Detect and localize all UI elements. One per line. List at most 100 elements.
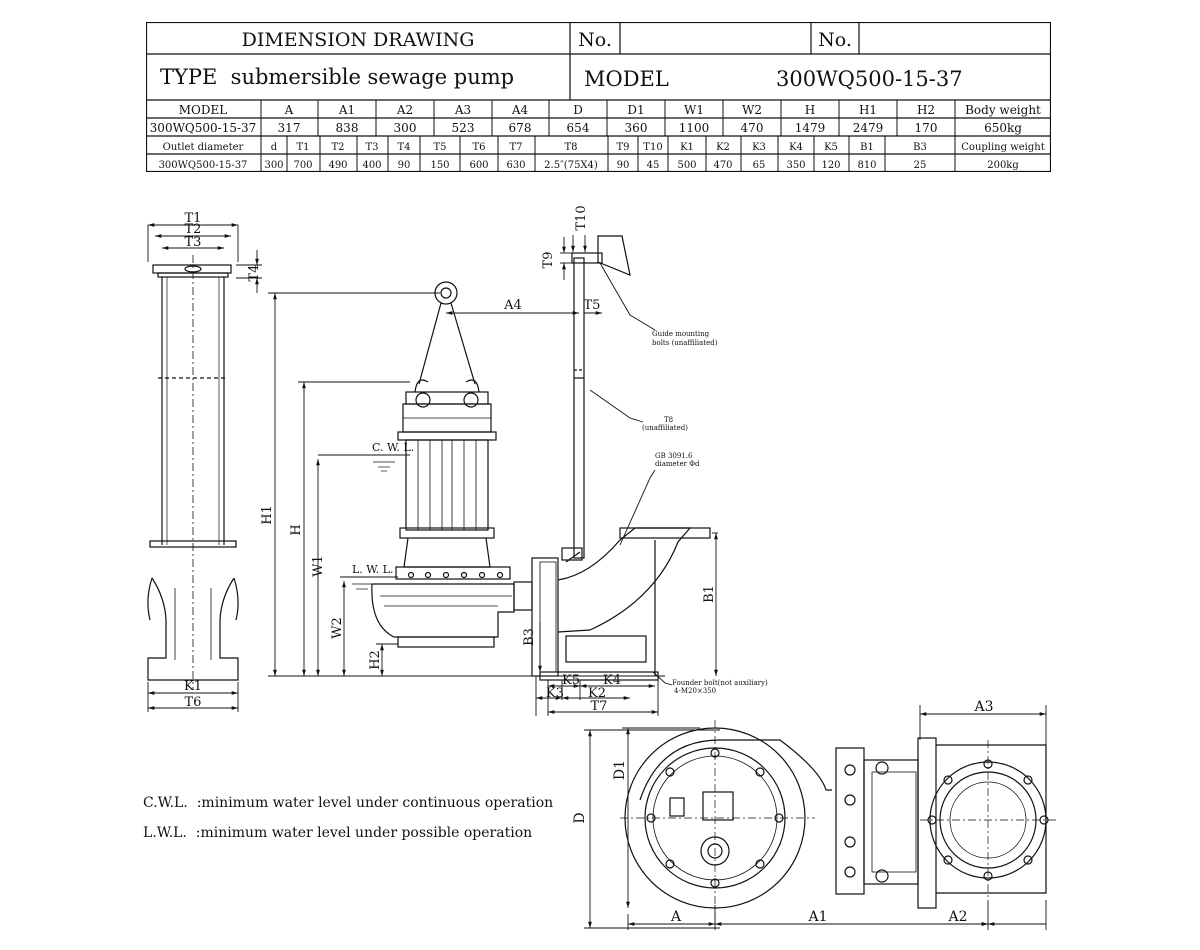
t2-c16: 120 <box>821 160 840 171</box>
founder-note-2: 4-M20×350 <box>674 687 716 695</box>
t2-c19: 200kg <box>987 160 1019 171</box>
label-H1: H1 <box>260 505 275 525</box>
label-B1: B1 <box>702 585 717 603</box>
guide-note-1: Guide mounting <box>652 330 710 338</box>
t2-h6: T5 <box>433 142 446 153</box>
label-T5: T5 <box>584 298 601 313</box>
t2-c12: 500 <box>677 160 696 171</box>
t1-h10: H <box>805 103 815 117</box>
t1-c12: 170 <box>915 121 938 135</box>
t1-h9: W2 <box>742 103 762 117</box>
t2-c8: 630 <box>506 160 525 171</box>
founder-note-1: Founder bolt(not auxiliary) <box>672 679 768 687</box>
t2-c4: 400 <box>362 160 381 171</box>
t2-h14: K3 <box>752 142 766 153</box>
label-A: A <box>670 909 682 925</box>
technical-drawing: T1 T2 T3 T4 K1 T6 C. W. L. L. W. L. <box>143 205 1056 930</box>
t1-c11: 2479 <box>853 121 884 135</box>
t2-h19: Coupling weight <box>961 142 1044 153</box>
t1-c1: 317 <box>278 121 301 135</box>
label-T9: T9 <box>541 252 556 269</box>
water-level-lines <box>318 454 410 590</box>
t2-h4: T3 <box>365 142 378 153</box>
legend-lwl: L.W.L. :minimum water level under possib… <box>143 825 532 841</box>
t2-h16: K5 <box>824 142 838 153</box>
t2-h10: T9 <box>616 142 629 153</box>
t1-h12: H2 <box>917 103 935 117</box>
pump-front-view <box>371 235 711 681</box>
label-cwl: C. W. L. <box>372 441 414 454</box>
t1-c7: 360 <box>625 121 648 135</box>
label-K5: K5 <box>562 673 580 688</box>
t2-c18: 25 <box>914 160 927 171</box>
t1-h11: H1 <box>859 103 877 117</box>
t1-c6: 654 <box>567 121 590 135</box>
label-T6: T6 <box>185 695 202 710</box>
t2-c15: 350 <box>786 160 805 171</box>
label-K4: K4 <box>603 673 621 688</box>
t2-c14: 65 <box>753 160 766 171</box>
label-T10: T10 <box>574 205 589 230</box>
side-view-dims <box>147 223 262 712</box>
t8-note: T8 <box>664 416 673 424</box>
t1-h3: A2 <box>396 103 413 117</box>
t2-c2: 700 <box>293 160 312 171</box>
t2-c9: 2.5″(75X4) <box>544 160 598 171</box>
table2-grid <box>260 136 956 172</box>
table1-headers: MODEL A A1 A2 A3 A4 D D1 W1 W2 H H1 H2 B… <box>179 103 1041 117</box>
t2-c1: 300 <box>264 160 283 171</box>
t2-c13: 470 <box>713 160 732 171</box>
legend-cwl: C.W.L. :minimum water level under contin… <box>143 795 553 811</box>
t2-h9: T8 <box>564 142 577 153</box>
label-A1: A1 <box>807 909 827 925</box>
label-K1: K1 <box>184 679 202 694</box>
t2-c7: 600 <box>469 160 488 171</box>
t2-h0: Outlet diameter <box>163 142 244 153</box>
t1-c13: 650kg <box>984 121 1022 135</box>
t2-h17: B1 <box>860 142 874 153</box>
t2-h8: T7 <box>509 142 522 153</box>
t1-h0: MODEL <box>179 103 228 117</box>
t1-c10: 1479 <box>795 121 826 135</box>
drawing-title: DIMENSION DRAWING <box>242 29 475 51</box>
t2-h11: T10 <box>643 142 662 153</box>
t2-h13: K2 <box>716 142 730 153</box>
t1-h1: A <box>284 103 294 117</box>
label-T1: T1 <box>185 211 202 226</box>
label-T2: T2 <box>185 222 202 237</box>
label-A3: A3 <box>973 699 993 715</box>
t2-c11: 45 <box>647 160 660 171</box>
pipe-note-1: GB 3091.6 <box>655 452 693 460</box>
t1-h8: W1 <box>684 103 704 117</box>
label-W1: W1 <box>311 555 326 577</box>
label-H2: H2 <box>368 650 383 670</box>
t2-h5: T4 <box>397 142 410 153</box>
t2-c0: 300WQ500-15-37 <box>159 160 248 171</box>
model-label: MODEL <box>584 67 669 91</box>
guide-rail-side-view <box>147 255 239 690</box>
t1-c4: 523 <box>452 121 475 135</box>
t1-c3: 300 <box>394 121 417 135</box>
t1-c5: 678 <box>509 121 532 135</box>
title-block: DIMENSION DRAWING No. No. TYPE submersib… <box>146 22 1051 172</box>
t2-h15: K4 <box>789 142 803 153</box>
t2-c17: 810 <box>857 160 876 171</box>
label-D: D <box>572 812 588 823</box>
t2-c10: 90 <box>617 160 630 171</box>
t2-c6: 150 <box>430 160 449 171</box>
t1-c2: 838 <box>336 121 359 135</box>
label-K3: K3 <box>546 686 564 701</box>
t2-h18: B3 <box>913 142 927 153</box>
no-label-2: No. <box>818 29 852 51</box>
t1-h5: A4 <box>511 103 529 117</box>
label-lwl: L. W. L. <box>352 563 393 576</box>
t2-h7: T6 <box>472 142 485 153</box>
label-T7: T7 <box>591 699 608 714</box>
t1-h4: A3 <box>454 103 471 117</box>
label-A2: A2 <box>947 909 967 925</box>
label-H: H <box>289 524 304 535</box>
label-A4: A4 <box>503 298 522 313</box>
t1-h2: A1 <box>338 103 355 117</box>
table2-headers: Outlet diameter d T1 T2 T3 T4 T5 T6 T7 T… <box>163 142 1045 153</box>
t1-c9: 470 <box>741 121 764 135</box>
